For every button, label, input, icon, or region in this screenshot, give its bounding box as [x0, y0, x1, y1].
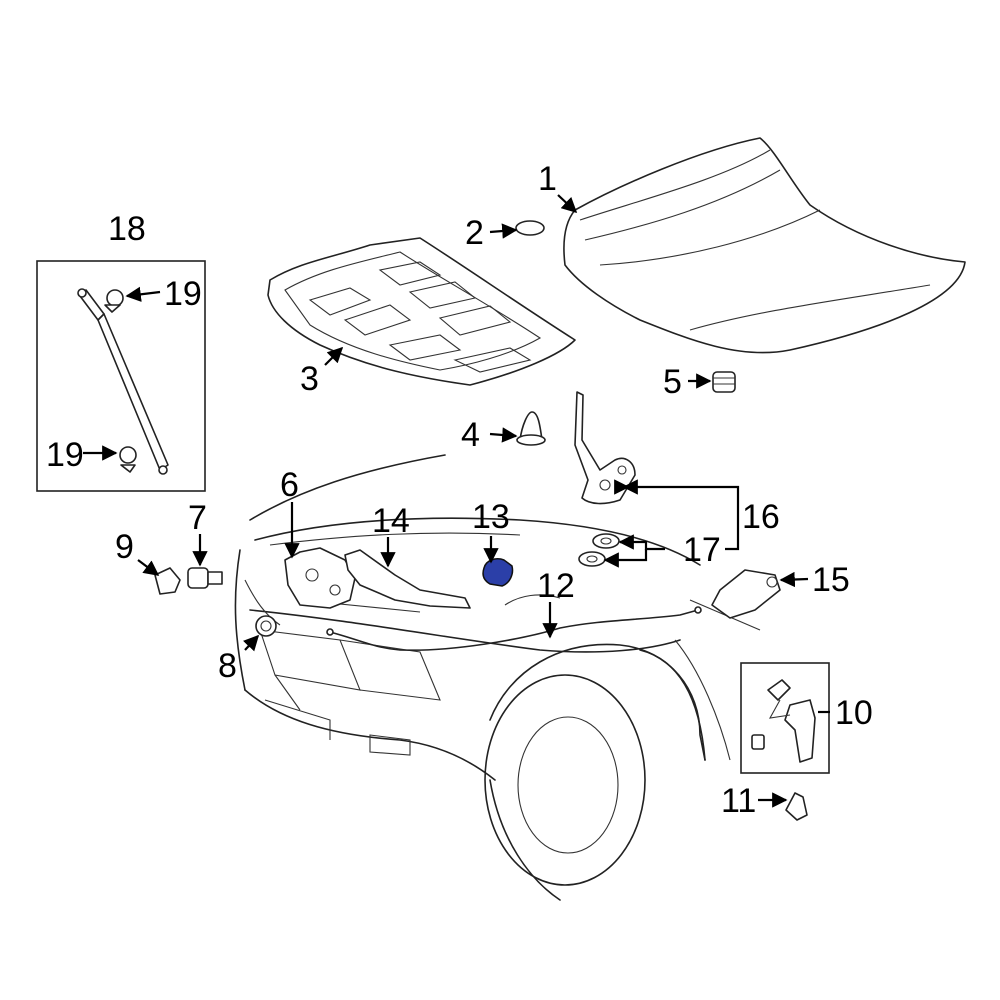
hood-stay-grommet: [154, 567, 181, 595]
callout-13: 13: [472, 498, 510, 536]
hood-seal-pad: [515, 220, 545, 236]
callout-3: 3: [300, 360, 319, 398]
lift-support-ball-stud-lower: [119, 446, 137, 473]
callout-17: 17: [683, 531, 721, 569]
callout-7: 7: [188, 499, 207, 537]
hood-latch-release-cable: [329, 609, 699, 652]
vehicle-front-body: [234, 454, 761, 901]
hood-insulator-pad: [267, 237, 576, 386]
hood-clip: [516, 411, 546, 446]
callout-4: 4: [461, 416, 480, 454]
hood-lift-support: [77, 288, 169, 475]
hood-hinge-left: [574, 391, 636, 505]
callout-numbers: 1 2 3 4 5 6 7 8 9 10 11 12 13 14 15 16 1…: [46, 160, 873, 820]
hood-lock-control-lever: [711, 569, 781, 619]
callout-5: 5: [663, 363, 682, 401]
callout-8: 8: [218, 647, 237, 685]
callout-10: 10: [835, 694, 873, 732]
lock-striker: [785, 792, 808, 821]
hood-lock-bolt: [187, 567, 223, 589]
lift-support-inset: [36, 260, 206, 492]
callout-12: 12: [537, 567, 575, 605]
callout-18: 18: [108, 210, 146, 248]
hood-latch: [284, 547, 356, 609]
callout-19-upper: 19: [164, 275, 202, 313]
callout-2: 2: [465, 214, 484, 252]
callout-19-lower: 19: [46, 436, 84, 474]
lock-assembly-inset: [740, 662, 830, 774]
front-wheel: [484, 674, 646, 886]
callout-11: 11: [721, 782, 756, 820]
hood-latch-support: [344, 549, 471, 609]
release-handle: [255, 615, 277, 637]
callout-6: 6: [280, 466, 299, 504]
highlighted-latch-clip: [482, 558, 514, 587]
callout-14: 14: [372, 502, 410, 540]
callout-leaders: [83, 194, 830, 808]
callout-15: 15: [812, 561, 850, 599]
hinge-washers: [578, 533, 620, 567]
hood-bumper: [712, 371, 736, 393]
lift-support-ball-stud-upper: [104, 289, 124, 313]
callout-16: 16: [742, 498, 780, 536]
callout-9: 9: [115, 528, 134, 566]
callout-1: 1: [538, 160, 557, 198]
hood-lock-assembly: [751, 679, 816, 763]
hood-panel: [563, 137, 966, 354]
